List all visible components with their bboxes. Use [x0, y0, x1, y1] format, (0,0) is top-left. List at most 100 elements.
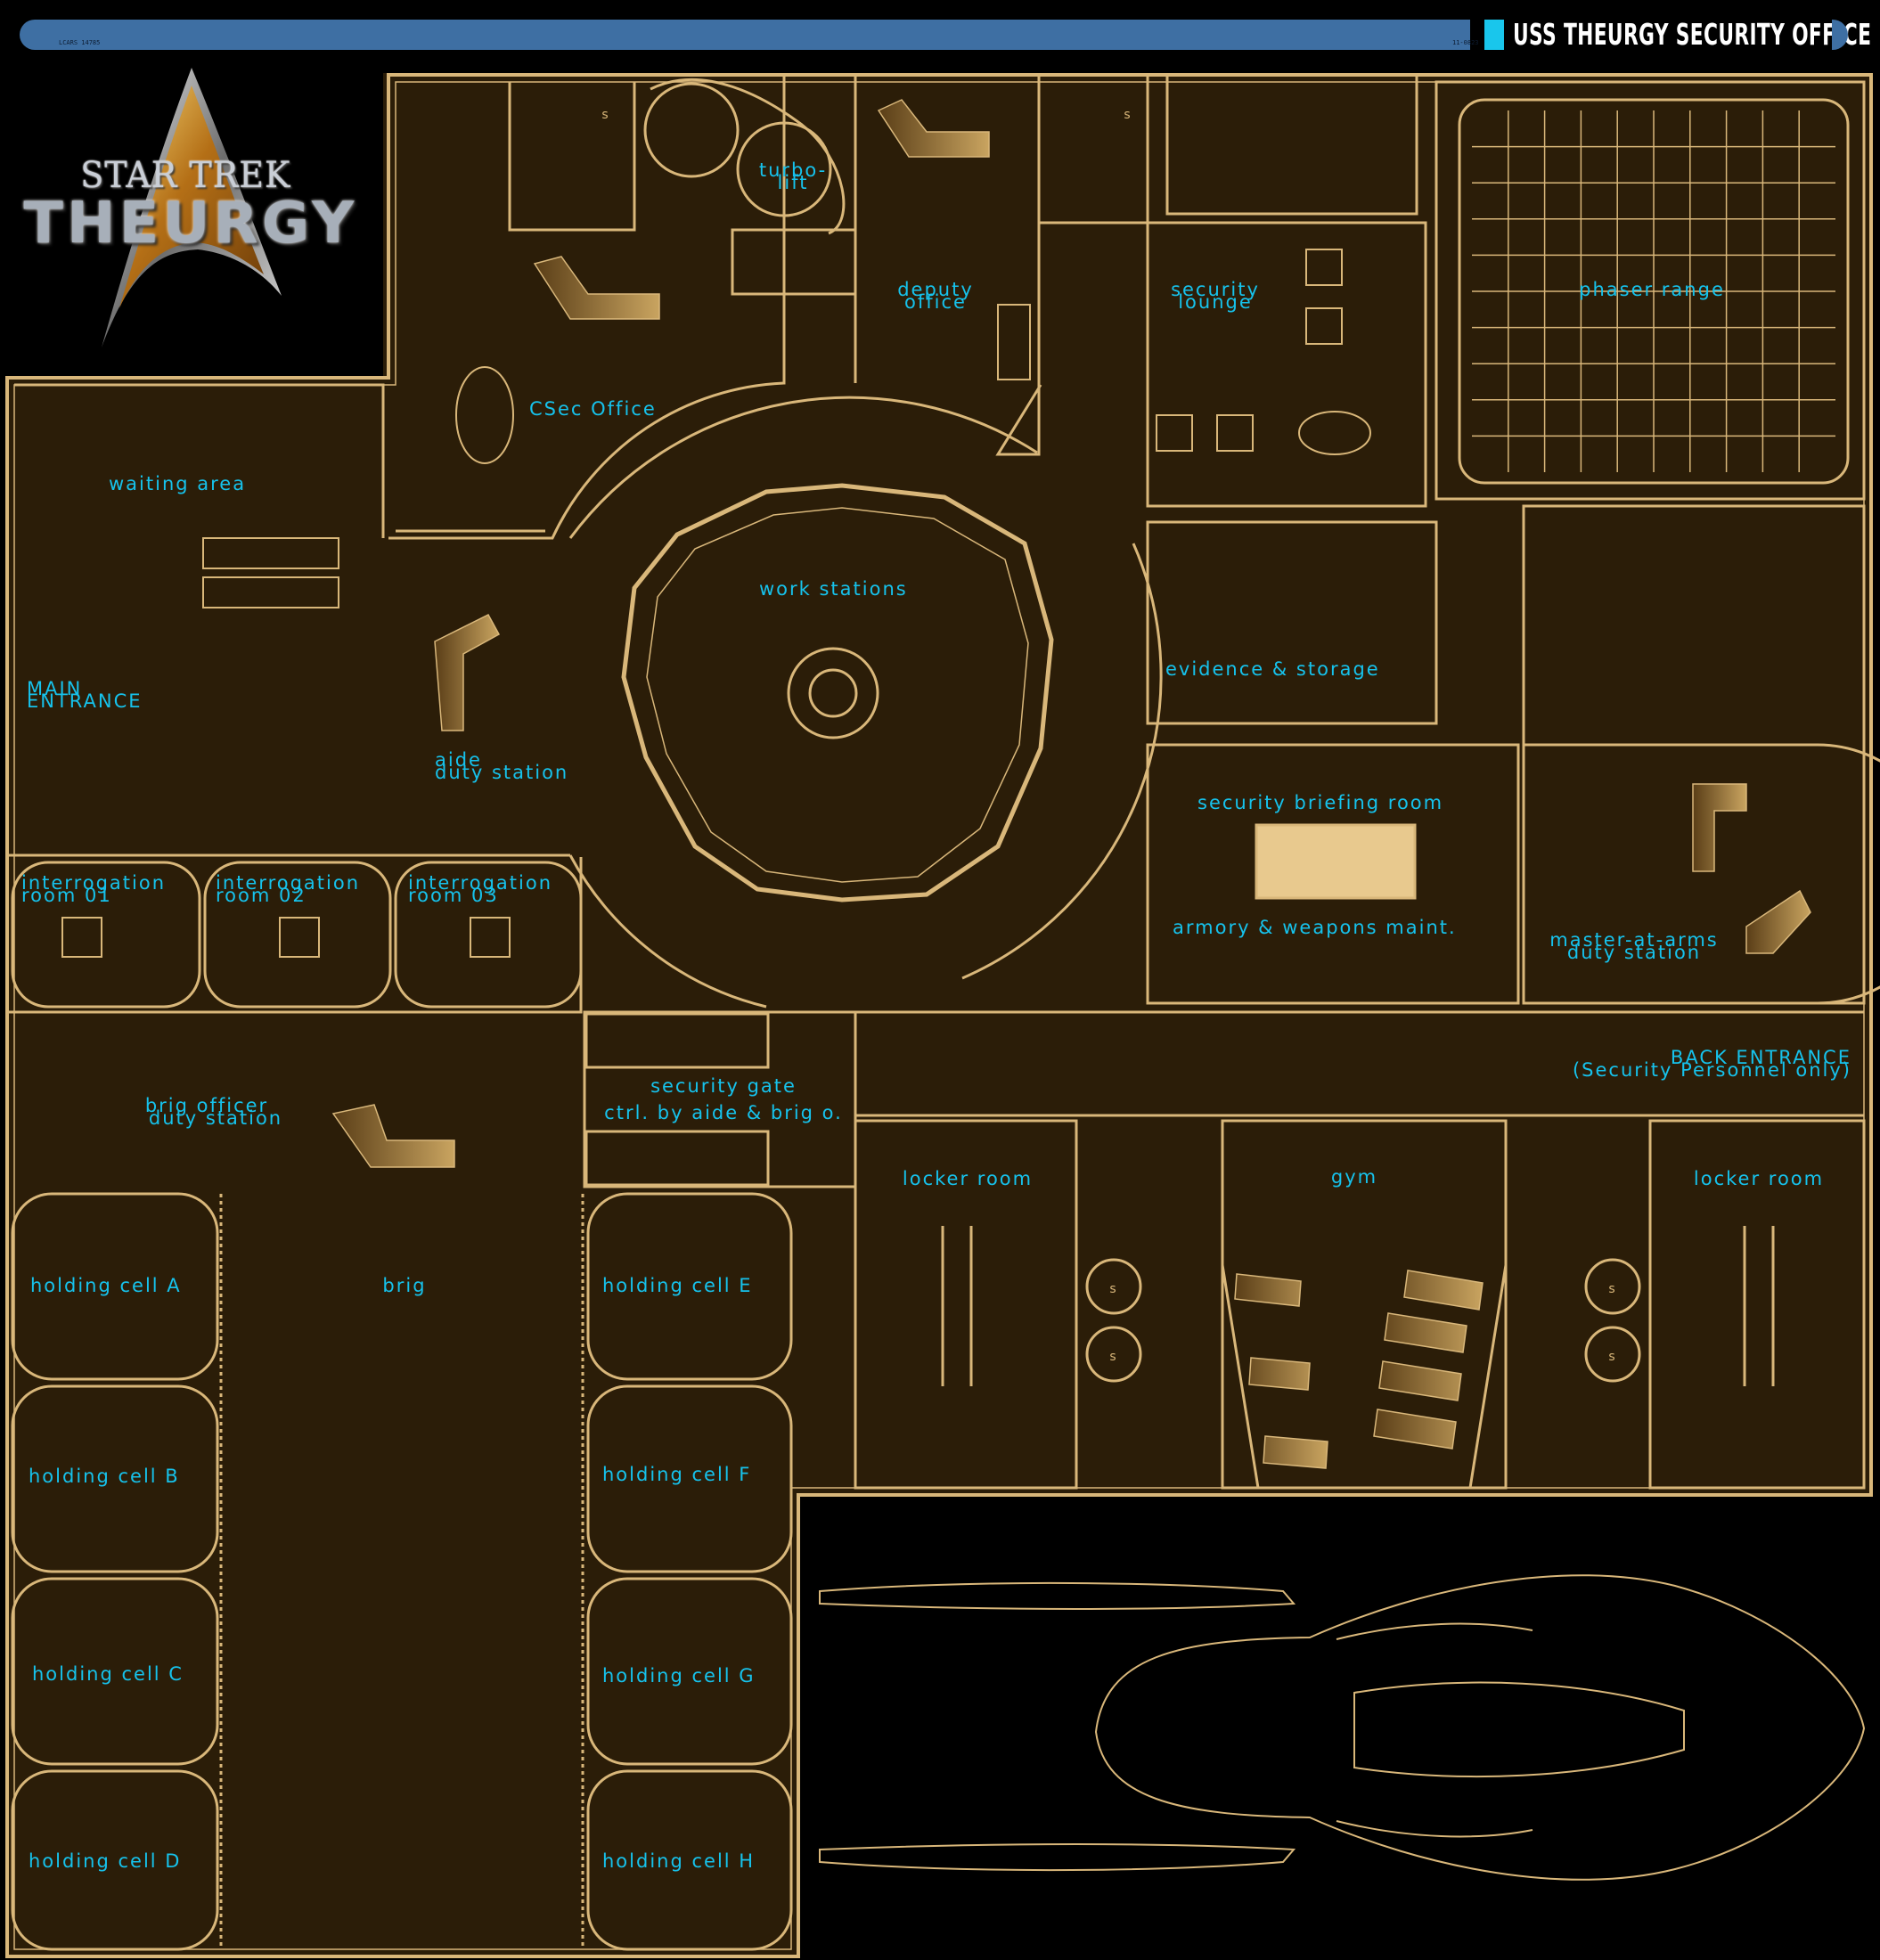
- brig-officer-label-1: brig officer: [144, 1095, 269, 1116]
- turbolift-rail: [650, 78, 846, 235]
- phaser-range-grid-frame: [1458, 98, 1850, 485]
- gym-floor-outline: [1221, 1264, 1508, 1489]
- interrogation-02-label-1: interrogation: [216, 872, 361, 894]
- evidence-storage-label: evidence & storage: [1165, 658, 1380, 680]
- back-entrance-corridor: [855, 1010, 1864, 1117]
- holding-cell-e-label: holding cell E: [602, 1275, 753, 1296]
- turbolift-car: [736, 121, 832, 217]
- work-stations-label: work stations: [759, 578, 908, 600]
- aide-duty-station-label-2: duty station: [435, 762, 569, 783]
- briefing-room-wall: [1146, 743, 1520, 1005]
- interrogation-01-label-1: interrogation: [21, 872, 167, 894]
- aide-duty-station-label-1: aide: [435, 749, 482, 771]
- holding-cell-a: [11, 1192, 219, 1381]
- interrogation-01-label-2: room 01: [21, 885, 112, 906]
- back-entrance-label-1: BACK ENTRANCE: [1670, 1047, 1851, 1068]
- corridor-ring-lower: [568, 854, 767, 1009]
- csec-office-wall: [388, 75, 786, 540]
- shower: [1584, 1326, 1641, 1383]
- gym-wall: [1221, 1119, 1508, 1490]
- security-gate-label-2: ctrl. by aide & brig o.: [604, 1102, 843, 1123]
- evidence-storage-wall: [1146, 520, 1438, 725]
- console-icon: [877, 99, 990, 158]
- master-at-arms-wall: [1522, 504, 1880, 1005]
- holding-cell-a-label: holding cell A: [30, 1275, 182, 1296]
- main-entrance-label-1: MAIN: [27, 678, 83, 699]
- holding-cell-h: [586, 1769, 793, 1951]
- floor: [5, 73, 1873, 1956]
- main-entrance-label-2: ENTRANCE: [27, 690, 143, 712]
- interrogation-room-02: [203, 861, 392, 1009]
- outer-wall: [5, 73, 1873, 1958]
- gym-label: gym: [1330, 1166, 1378, 1188]
- header-code-right: 11-0823: [1452, 39, 1479, 46]
- turbolift-label-1: turbo-: [758, 159, 828, 181]
- master-at-arms-label-1: master-at-arms: [1549, 929, 1719, 951]
- phaser-range-label: phaser range: [1579, 279, 1725, 300]
- work-station-ring: [621, 483, 1054, 902]
- starfleet-delta-icon: [102, 68, 282, 347]
- security-lounge-label-1: security: [1171, 279, 1260, 300]
- lounge-wall: [1146, 75, 1427, 508]
- interrogation-02-label-2: room 02: [216, 885, 307, 906]
- header-lcars-bar: [20, 20, 1470, 50]
- gym-equipment-icon: [1234, 1273, 1328, 1469]
- holding-cell-f-label: holding cell F: [602, 1464, 752, 1485]
- shower-label: s: [1124, 108, 1132, 122]
- console-icon: [533, 256, 660, 320]
- security-gate-panel: [584, 1012, 770, 1069]
- turbolift-shaft: [643, 82, 740, 178]
- armory-label: armory & weapons maint.: [1173, 917, 1457, 938]
- security-lounge-label-2: lounge: [1178, 291, 1253, 313]
- holding-cell-g: [586, 1577, 793, 1766]
- security-briefing-room-label: security briefing room: [1197, 792, 1444, 813]
- corridor-ring-outer: [568, 396, 1038, 539]
- holding-cell-d-label: holding cell D: [29, 1850, 182, 1872]
- holding-cell-g-label: holding cell G: [602, 1665, 756, 1686]
- furniture: [61, 249, 1371, 958]
- holding-cell-c: [11, 1577, 219, 1766]
- holding-cell-b-label: holding cell B: [29, 1466, 180, 1487]
- console-icon: [434, 614, 501, 731]
- shower-label: s: [1109, 1350, 1118, 1364]
- csec-office-label: CSec Office: [529, 398, 657, 420]
- turbolift-label-2: lift: [777, 172, 809, 193]
- holding-cell-e: [586, 1192, 793, 1381]
- shower-label: s: [1109, 1282, 1118, 1296]
- star-trek-theurgy-logo: STAR TREK THEURGY: [0, 62, 383, 374]
- corridor-ring-inner: [961, 543, 1163, 980]
- shower: [1085, 1326, 1142, 1383]
- shower-label: s: [1608, 1350, 1617, 1364]
- holding-cell-d: [11, 1769, 219, 1951]
- logo-star-trek: STAR TREK: [80, 155, 291, 196]
- console-icon: [1692, 783, 1747, 872]
- briefing-table: [1255, 823, 1417, 900]
- work-station-ring-inner: [646, 507, 1029, 883]
- holding-cell-f: [586, 1384, 793, 1573]
- holding-cell-b: [11, 1384, 219, 1573]
- header-code-left: LCARS 14785: [59, 39, 101, 46]
- security-gate-panel: [584, 1130, 770, 1187]
- locker-room-left-wall: [854, 1119, 1078, 1490]
- brig-officer-label-2: duty station: [148, 1107, 283, 1129]
- deputy-office-label-2: office: [904, 291, 967, 313]
- deputy-office-label-1: deputy: [897, 279, 974, 300]
- console-icon: [331, 1104, 455, 1168]
- locker-room-right-label: locker room: [1693, 1168, 1825, 1189]
- shower: [1085, 1258, 1142, 1315]
- logo-theurgy: THEURGY: [23, 191, 358, 257]
- holding-cell-h-label: holding cell H: [602, 1850, 756, 1872]
- locker-room-left-label: locker room: [902, 1168, 1034, 1189]
- interrogation-room-01: [11, 861, 201, 1009]
- header-accent-chip: [1484, 20, 1504, 50]
- header-bar: LCARS 14785 11-0823 USS THEURGY SECURITY…: [0, 0, 1880, 71]
- phaser-range-grid: [1472, 110, 1835, 472]
- brig-label: brig: [382, 1275, 427, 1296]
- locker-benches: [941, 1226, 1775, 1386]
- interrogation-03-label-2: room 03: [408, 885, 499, 906]
- phaser-range-wall: [1435, 80, 1866, 501]
- ship-outline: [819, 1574, 1866, 1881]
- page-title: USS THEURGY SECURITY OFFICE: [1513, 17, 1872, 52]
- waiting-area-label: waiting area: [109, 473, 247, 494]
